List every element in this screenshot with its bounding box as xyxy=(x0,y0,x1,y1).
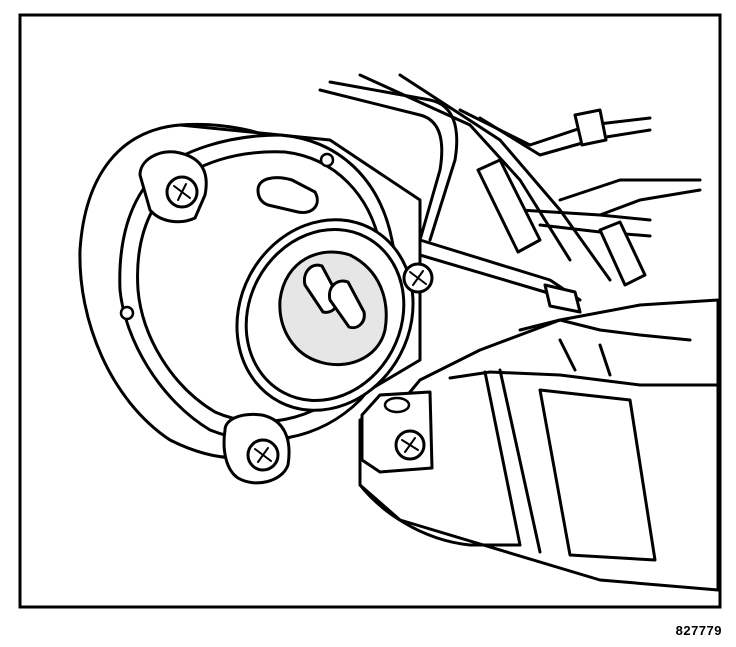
alignment-hole xyxy=(319,152,335,168)
blower-motor xyxy=(78,122,434,485)
mounting-bracket xyxy=(360,390,434,474)
alignment-hole xyxy=(119,305,135,321)
figure-border xyxy=(18,13,722,609)
vent-slot xyxy=(256,176,319,215)
motor-terminal xyxy=(327,279,366,330)
figure-number: 827779 xyxy=(675,623,722,638)
wiring-harness xyxy=(318,73,702,314)
wire-connector xyxy=(476,158,542,254)
wire-connector xyxy=(598,220,647,287)
blower-housing xyxy=(358,298,720,592)
wire-connector xyxy=(573,108,608,147)
